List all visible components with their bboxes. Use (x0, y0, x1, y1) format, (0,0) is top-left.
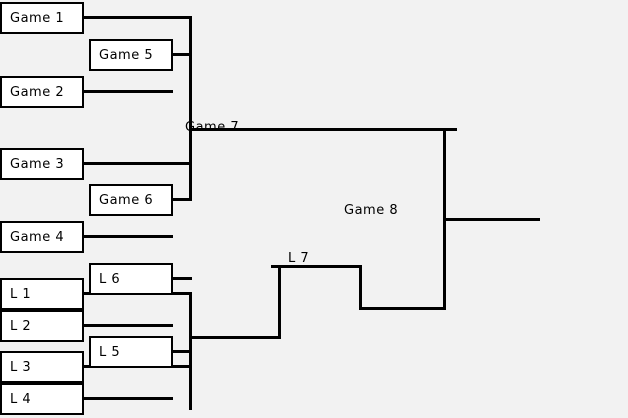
match-box-l-2[interactable]: L 2 (0, 310, 84, 342)
match-box-game-4[interactable]: Game 4 (0, 221, 84, 253)
connector-upper-top-vertical (189, 16, 192, 128)
connector-game3-horizontal (84, 162, 192, 165)
connector-l6-horizontal (173, 277, 192, 280)
connector-final-horizontal (443, 218, 540, 221)
connector-l4-horizontal (84, 397, 173, 400)
match-box-game-3[interactable]: Game 3 (0, 148, 84, 180)
match-box-l-4[interactable]: L 4 (0, 383, 84, 415)
match-box-game-5[interactable]: Game 5 (89, 39, 173, 71)
match-label: Game 3 (10, 156, 65, 172)
connector-game1-horizontal (84, 16, 192, 19)
match-label: Game 4 (10, 229, 65, 245)
match-box-l-1[interactable]: L 1 (0, 278, 84, 310)
match-label: L 1 (10, 286, 32, 302)
connector-l7-horizontal (271, 265, 362, 268)
match-label: Game 2 (10, 84, 65, 100)
connector-game7-horizontal (189, 128, 457, 131)
match-label-game-8: Game 8 (344, 203, 399, 218)
connector-l2-horizontal (84, 324, 173, 327)
connector-l7-out-vertical (359, 265, 362, 310)
match-box-game-2[interactable]: Game 2 (0, 76, 84, 108)
match-box-game-6[interactable]: Game 6 (89, 184, 173, 216)
match-label: L 6 (99, 271, 121, 287)
connector-l5-horizontal (173, 350, 192, 353)
connector-upper-bottom-vertical (189, 128, 192, 198)
match-label-l-7: L 7 (288, 251, 310, 266)
match-box-l-6[interactable]: L 6 (89, 263, 173, 295)
match-box-game-1[interactable]: Game 1 (0, 2, 84, 34)
connector-l7-vertical (278, 265, 281, 339)
match-label: L 3 (10, 359, 32, 375)
connector-lower-merge-horizontal (189, 336, 281, 339)
connector-game2-horizontal (84, 90, 173, 93)
connector-game4-horizontal (84, 235, 173, 238)
match-label: Game 6 (99, 192, 154, 208)
match-label: Game 1 (10, 10, 65, 26)
match-label: L 2 (10, 318, 32, 334)
connector-game6-horizontal (173, 198, 192, 201)
match-label-game-7: Game 7 (185, 120, 240, 135)
match-box-l-5[interactable]: L 5 (89, 336, 173, 368)
connector-l7-to-game8-horizontal (359, 307, 446, 310)
match-label: L 5 (99, 344, 121, 360)
match-box-l-3[interactable]: L 3 (0, 351, 84, 383)
connector-game5-horizontal (173, 53, 192, 56)
match-label: L 4 (10, 391, 32, 407)
match-label: Game 5 (99, 47, 154, 63)
